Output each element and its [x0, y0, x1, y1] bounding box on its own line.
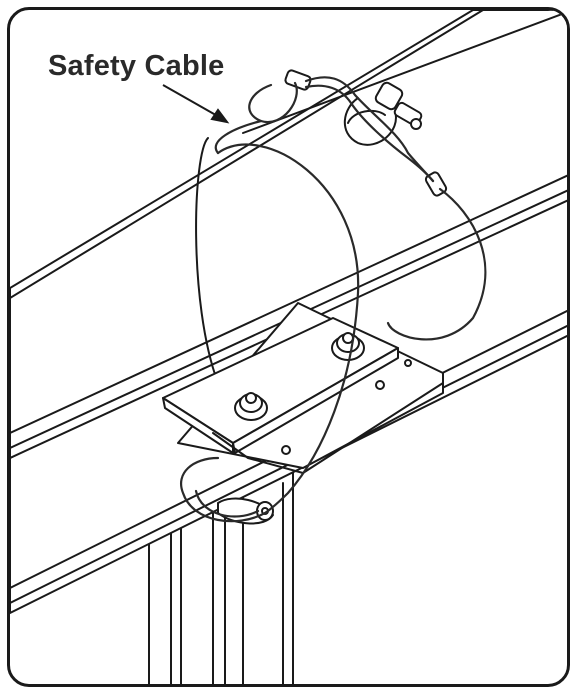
installation-drawing: [10, 10, 567, 684]
safety-cable-label: Safety Cable: [48, 50, 225, 82]
bolt-front: [234, 392, 268, 421]
support-post: [148, 457, 294, 684]
illustration-frame: Safety Cable: [7, 7, 570, 687]
main-tube: [10, 10, 567, 459]
shackle: [343, 81, 423, 146]
safety-cable: [180, 76, 487, 523]
callout-arrow: [162, 84, 230, 124]
